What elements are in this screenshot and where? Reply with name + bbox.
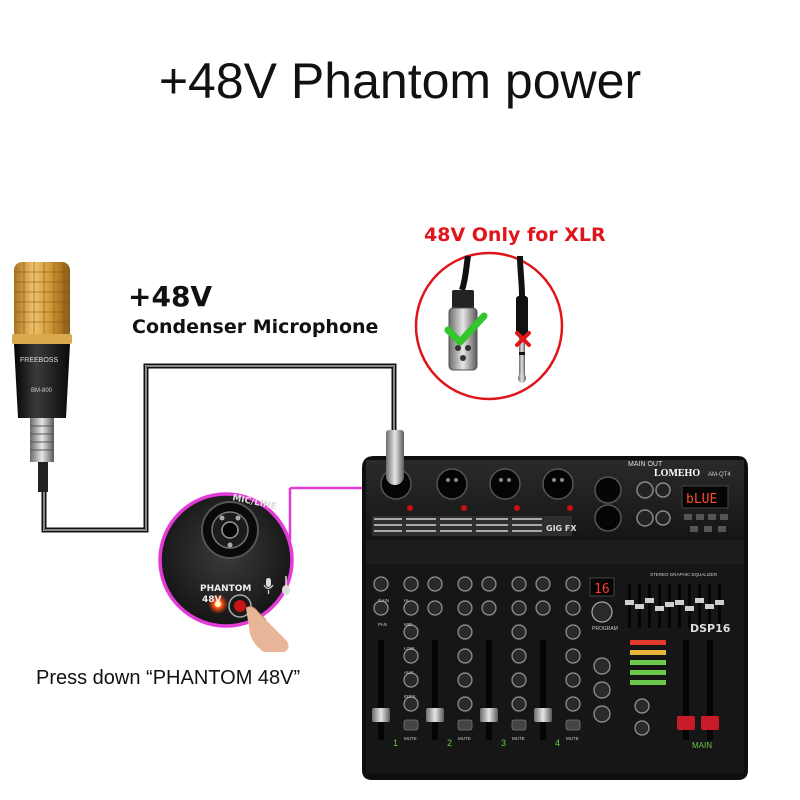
microphone-icon [263,578,274,594]
dsp-label: DSP16 [690,622,731,635]
channel-3-knob [511,648,527,664]
channel-3-knob [481,600,497,616]
main-out-label: MAIN OUT [628,461,663,468]
channel-3-knob [511,672,527,688]
mute-label-1: MUTE [404,736,417,741]
channel-1-knob [403,576,419,592]
program-label: PROGRAM [592,626,618,632]
mic-cable [41,363,397,533]
phantom-zoom-panel [158,488,294,628]
channel-1-number: 1 [393,738,398,748]
channel-2-knob [457,696,473,712]
channel-4-knob [565,672,581,688]
channel-2-knob [457,672,473,688]
effect-number-display: 16 [594,582,610,597]
hi-label: HI [404,598,409,603]
mic-type-label: Condenser Microphone [132,316,379,338]
channel-4-knob [565,576,581,592]
mixer-model: AM-QT4 [708,472,731,478]
finger-icon [245,606,289,652]
channel-3-knob [511,600,527,616]
channel-3-knob [511,624,527,640]
channel-1-knob [403,600,419,616]
mic-brand: FREEBOSS [20,357,58,364]
channel-2-knob [457,576,473,592]
eq-label: STEREO GRAPHIC EQUALIZER [650,572,718,577]
channel-3-knob [481,576,497,592]
channel-4-knob [565,648,581,664]
channel-3-knob [511,696,527,712]
channel-2-knob [427,600,443,616]
channel-3-knob [511,576,527,592]
aux-label: AUX [404,670,413,675]
zoom-48v-label: 48V [202,595,222,605]
channel-2-knob [457,600,473,616]
mute-label-2: MUTE [458,736,471,741]
xlr-only-note: 48V Only for XLR [424,224,606,246]
channel-1-knob [403,696,419,712]
zoom-phantom-label: PHANTOM [200,584,251,594]
guitar-icon [282,576,290,595]
channel-4-knob [535,600,551,616]
channel-3-number: 3 [501,738,506,748]
main-fader-label: MAIN [692,741,712,750]
mic-model: BM-800 [31,388,53,394]
audio-mixer [362,430,748,780]
channel-1-knob [403,648,419,664]
channel-4-knob [565,696,581,712]
channel-4-knob [565,624,581,640]
channel-1-knob [373,576,389,592]
channel-2-knob [427,576,443,592]
gain-label: GAIN [378,598,389,603]
check-icon [444,312,488,346]
channel-2-knob [457,624,473,640]
mid-label: MID [404,622,413,627]
low-label: LOW [404,646,415,651]
gig-fx-label: GIG FX [546,524,577,533]
page-title: +48V Phantom power [158,53,642,109]
mixer-brand: LOMEHO [654,468,700,479]
cross-icon [515,331,531,347]
channel-4-knob [565,600,581,616]
effx-label: EFFX [404,694,416,699]
channel-2-knob [457,648,473,664]
channel-1-knob [403,672,419,688]
channel-1-knob [373,600,389,616]
instruction-text: Press down “PHANTOM 48V” [36,667,301,689]
mute-label-4: MUTE [566,736,579,741]
channel-4-knob [535,576,551,592]
mic-voltage-label: +48V [128,280,213,313]
condenser-microphone [12,262,72,492]
channel-4-number: 4 [555,738,560,748]
channel-1-knob [403,624,419,640]
pan-label: PAN [378,622,387,627]
xlr-comparison [414,251,564,401]
channel-2-number: 2 [447,738,452,748]
bluetooth-display: bLUE [686,492,717,507]
mute-label-3: MUTE [512,736,525,741]
